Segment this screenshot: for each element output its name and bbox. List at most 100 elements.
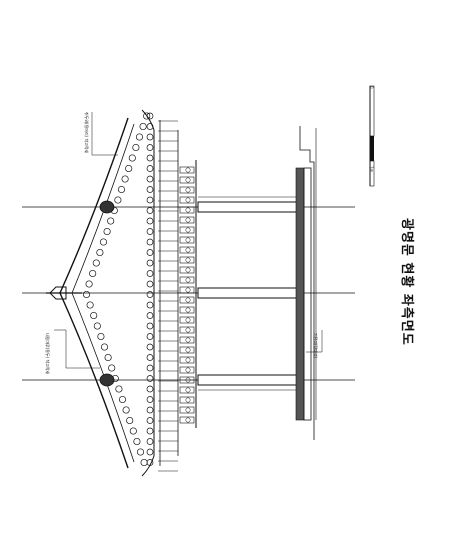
roof-tile: [104, 353, 112, 362]
bracket-scroll: [185, 277, 191, 283]
platform-step: [303, 167, 312, 421]
roof-tile: [96, 248, 104, 257]
bracket-block: [179, 346, 195, 354]
roof-tile: [114, 196, 122, 204]
eave-tile: [146, 259, 154, 267]
leader-ridge: [91, 112, 118, 156]
bracket-block: [179, 396, 195, 404]
bracket-scroll: [185, 307, 191, 313]
bracket-block: [179, 356, 195, 364]
bracket-block: [179, 236, 195, 244]
ornament-figure-0: [99, 200, 115, 214]
roof-tile: [126, 416, 134, 425]
eave-tile: [146, 427, 154, 435]
bracket-scroll: [185, 417, 191, 423]
roof-tile: [143, 112, 151, 120]
eave-tile: [146, 291, 154, 298]
bracket-block: [179, 336, 195, 344]
bracket-block: [179, 176, 195, 184]
bracket-scroll: [185, 247, 191, 253]
roof-tile: [118, 395, 127, 404]
eave-edge: [141, 109, 155, 477]
roof-tile: [136, 448, 145, 456]
eave-tile: [146, 438, 154, 445]
bracket-scroll: [185, 167, 191, 173]
roof-tile: [128, 154, 136, 162]
roof-tile: [100, 343, 109, 351]
leader-base: [306, 330, 323, 353]
eave-tile: [146, 270, 154, 277]
eave-tile: [146, 217, 154, 225]
scale-bar-segment-dark: [370, 136, 374, 161]
eave-tile: [146, 249, 154, 256]
roof-tile: [140, 458, 148, 467]
bracket-scroll: [185, 227, 191, 233]
bracket-block: [179, 266, 195, 274]
bracket-scroll: [185, 217, 191, 223]
bracket-block: [179, 366, 195, 374]
bracket-block: [179, 316, 195, 324]
roof-tile: [90, 311, 98, 320]
eave-tile: [146, 343, 154, 351]
bracket-scroll: [185, 257, 191, 263]
ground-profile: [299, 126, 315, 440]
column-0: [197, 201, 299, 213]
bracket-scroll: [185, 287, 191, 293]
roof-tile: [132, 143, 140, 152]
bracket-block: [179, 196, 195, 204]
column-2: [197, 374, 299, 386]
leader-lines: [54, 112, 323, 369]
bracket-block: [179, 376, 195, 384]
annotation-base: 기단석(장대석): [313, 333, 318, 359]
eave-tile: [146, 228, 154, 235]
bracket-scroll: [185, 297, 191, 303]
eave-tile: [146, 196, 154, 204]
roof-tile: [125, 164, 133, 173]
eave-tile: [146, 112, 154, 120]
eave-tile: [146, 175, 154, 183]
annotation-eave: 내림마루(용두) 착고막새: [45, 333, 50, 375]
roof-tile: [92, 259, 100, 267]
annotation-ridge: 취두와(용머리) 착고막새: [84, 112, 89, 154]
bracket-scroll: [185, 207, 191, 213]
eave-tile: [146, 165, 154, 172]
bracket-scroll: [185, 327, 191, 333]
bracket-scroll: [185, 237, 191, 243]
roof-tile: [82, 290, 91, 299]
scale-bar-segment-long: [369, 85, 375, 137]
bracket-scroll: [185, 367, 191, 373]
eave-tile: [146, 396, 154, 403]
bracket-block: [179, 276, 195, 284]
scale-bar-segment-light: [369, 160, 375, 187]
scale-label-2: 1m: [369, 166, 374, 173]
roof-tile: [93, 322, 101, 330]
eave-tile: [146, 186, 154, 193]
bracket-block: [179, 206, 195, 214]
bracket-block: [179, 186, 195, 194]
bracket-block: [179, 286, 195, 294]
roof-tile: [115, 385, 123, 393]
ornament-figure-1: [99, 373, 115, 387]
bracket-scroll: [185, 357, 191, 363]
roof-tile: [108, 364, 116, 372]
eave-tile: [146, 207, 154, 214]
bracket-scroll: [185, 387, 191, 393]
roof-tile: [129, 427, 137, 435]
eave-tile: [146, 364, 154, 372]
eave-tile: [146, 280, 154, 288]
eave-tile: [146, 322, 154, 330]
eave-tile: [146, 312, 154, 319]
bracket-block: [179, 226, 195, 234]
bracket-block: [179, 416, 195, 424]
bracket-block: [179, 296, 195, 304]
eave-tile: [146, 375, 154, 382]
eave-tile: [146, 354, 154, 361]
roof-tile: [107, 217, 115, 225]
eave-tile: [146, 238, 154, 246]
roof-tile: [103, 227, 111, 236]
bracket-scroll: [185, 317, 191, 323]
drawing-title: 광명문 현황 좌측면도: [399, 218, 414, 346]
column-1: [197, 287, 299, 299]
bracket-sets: [158, 120, 197, 472]
